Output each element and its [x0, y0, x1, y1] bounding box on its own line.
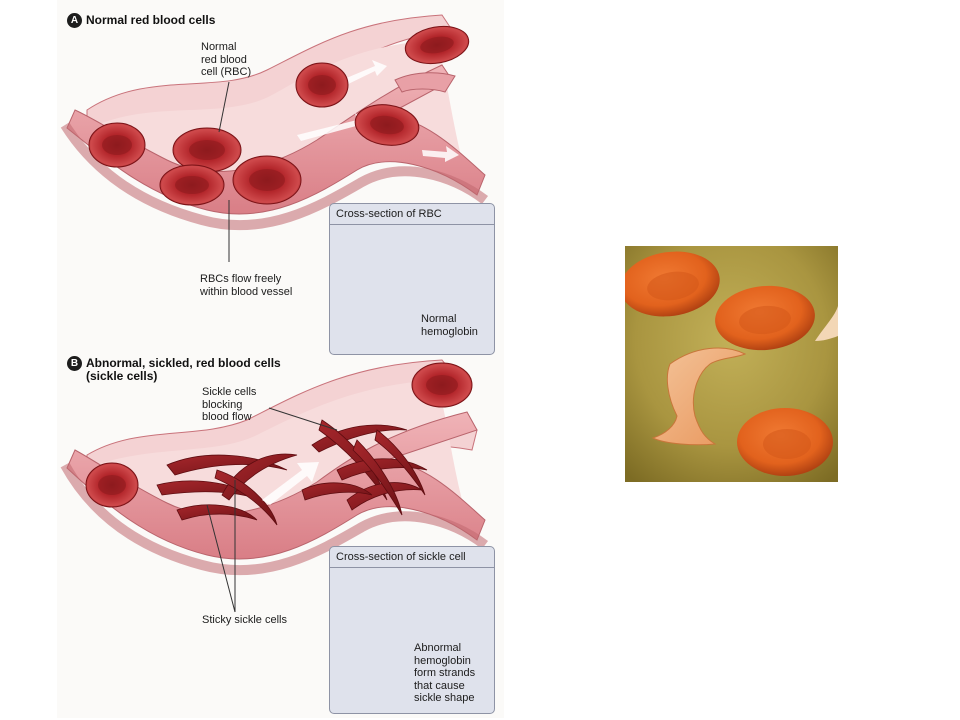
red-blood-cell — [295, 62, 349, 108]
label-sickle-blocking: Sickle cells blocking blood flow — [202, 386, 257, 423]
red-blood-cell — [172, 127, 242, 173]
label-sticky-sickle: Sticky sickle cells — [202, 614, 287, 626]
flow-arrow-icon — [297, 113, 369, 141]
label-normal-rbc: Normal red blood cell (RBC) — [201, 41, 252, 78]
panel-b-title: Abnormal, sickled, red blood cells (sick… — [86, 356, 281, 383]
vessel-a-rim — [60, 122, 489, 231]
panel-a-badge: A — [67, 13, 82, 28]
flow-arrow-icon — [422, 146, 459, 162]
sickle-cell-diagram: A Normal red blood cells Normal red bloo… — [57, 0, 504, 718]
leader-line-blocking — [268, 407, 338, 431]
micrograph-red-cell — [625, 251, 720, 317]
micrograph-red-cell — [715, 285, 815, 351]
vessel-b-lumen — [97, 380, 462, 545]
micrograph-edge-cell — [815, 306, 838, 341]
micrograph-red-cell — [737, 408, 833, 476]
sickle-cell — [352, 439, 403, 516]
sickle-cell-micrograph — [625, 246, 838, 482]
red-blood-cell — [404, 25, 470, 65]
micrograph-artwork — [625, 246, 838, 482]
vessel-a — [60, 14, 489, 262]
red-blood-cell — [88, 122, 146, 168]
vessel-a-upper-rim — [394, 72, 456, 93]
leader-line-rbc — [218, 81, 230, 133]
inset-rbc-title: Cross-section of RBC — [330, 204, 494, 225]
vessel-b-rim — [60, 462, 489, 576]
micrograph-sickle-cell — [651, 347, 747, 446]
vessel-b — [60, 359, 489, 613]
flow-arrow-icon — [337, 60, 387, 88]
label-abnormal-hemoglobin: Abnormal hemoglobin form strands that ca… — [414, 642, 476, 704]
panel-b-badge: B — [67, 356, 82, 371]
inset-sickle-title: Cross-section of sickle cell — [330, 547, 494, 568]
sickle-cell — [176, 504, 258, 521]
label-normal-hemoglobin: Normal hemoglobin — [421, 313, 478, 338]
sickle-cell — [374, 429, 426, 496]
sickle-cell-cluster — [156, 419, 428, 526]
leader-line-sticky-2 — [206, 504, 236, 613]
inset-sickle-cross-section: Cross-section of sickle cell — [329, 546, 495, 714]
inset-rbc-cross-section: Cross-section of RBC — [329, 203, 495, 355]
sickle-cell — [318, 419, 388, 501]
sickle-cell — [214, 469, 278, 526]
red-blood-cell — [159, 164, 225, 206]
label-rbcs-flow: RBCs flow freely within blood vessel — [200, 273, 293, 298]
sickle-cell — [301, 482, 373, 501]
diagram-artwork — [60, 14, 489, 681]
red-blood-cell — [85, 462, 139, 508]
red-blood-cell — [354, 104, 420, 146]
red-blood-cell — [411, 362, 473, 408]
red-blood-cell — [232, 155, 302, 205]
panel-a-title: Normal red blood cells — [86, 13, 216, 27]
blocked-flow-arrow-icon — [262, 462, 319, 505]
